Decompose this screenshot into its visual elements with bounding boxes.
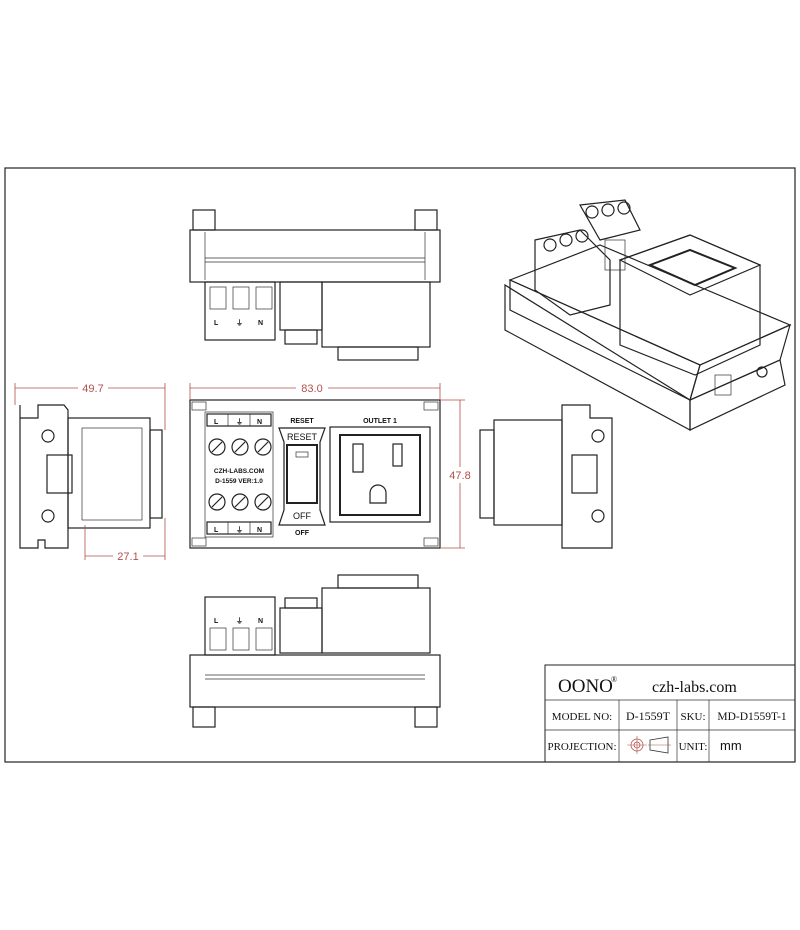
breaker-switch: [278, 427, 326, 526]
isometric-view: [504, 199, 792, 432]
projection-symbol-icon: [627, 736, 671, 754]
bottom-terminal-l: L: [214, 618, 219, 625]
top-view: L ⏚ N: [189, 209, 441, 361]
top-terminal-l: L: [214, 320, 219, 327]
switch-reset-text: RESET: [287, 432, 318, 442]
dimension-rail-depth: 27.1: [117, 551, 138, 563]
front-terminal-bottom-n: N: [257, 527, 262, 534]
front-terminal-bottom-l: L: [214, 527, 219, 534]
model-label: MODEL NO:: [552, 711, 612, 723]
screw-icon: [208, 438, 272, 511]
sku-label: SKU:: [680, 711, 705, 723]
front-terminal-bottom-ground: ⏚: [236, 526, 243, 534]
bottom-terminal-n: N: [258, 618, 263, 625]
website: czh-labs.com: [652, 679, 737, 696]
dimension-depth: 49.7: [82, 383, 103, 395]
drawing-frame: [4, 167, 796, 763]
off-label: OFF: [295, 530, 310, 537]
unit-label: UNIT:: [679, 741, 708, 753]
registered-mark: ®: [611, 675, 617, 684]
title-block: OONO ® czh-labs.com MODEL NO: D-1559T SK…: [544, 664, 796, 763]
brand-logo: OONO: [558, 676, 613, 697]
left-side-view: [19, 404, 163, 549]
front-terminal-top-n: N: [257, 419, 262, 426]
top-terminal-n: N: [258, 320, 263, 327]
front-terminal-top-l: L: [214, 419, 219, 426]
front-view: L ⏚ N CZH-LABS.COM D-1559 VER:1.0 L ⏚ N …: [189, 399, 441, 549]
unit-value: mm: [720, 738, 742, 753]
top-terminal-ground: ⏚: [236, 319, 243, 327]
bottom-terminal-ground: ⏚: [236, 617, 243, 625]
version-text: D-1559 VER:1.0: [215, 478, 263, 485]
front-terminal-top-ground: ⏚: [236, 418, 243, 426]
dimension-width: 83.0: [301, 383, 322, 395]
outlet: [329, 426, 431, 523]
projection-label: PROJECTION:: [547, 741, 616, 753]
switch-off-text: OFF: [293, 511, 311, 521]
bottom-view: L ⏚ N: [189, 574, 441, 728]
right-side-view: [479, 404, 613, 549]
outlet-label: OUTLET 1: [363, 418, 397, 425]
dimension-height: 47.8: [449, 470, 470, 482]
model-value: D-1559T: [626, 709, 671, 723]
brand-text: CZH-LABS.COM: [214, 468, 264, 475]
reset-label: RESET: [290, 418, 314, 425]
dimension-lines: 49.7 27.1 83.0 47.8: [14, 380, 472, 563]
sku-value: MD-D1559T-1: [717, 711, 786, 723]
